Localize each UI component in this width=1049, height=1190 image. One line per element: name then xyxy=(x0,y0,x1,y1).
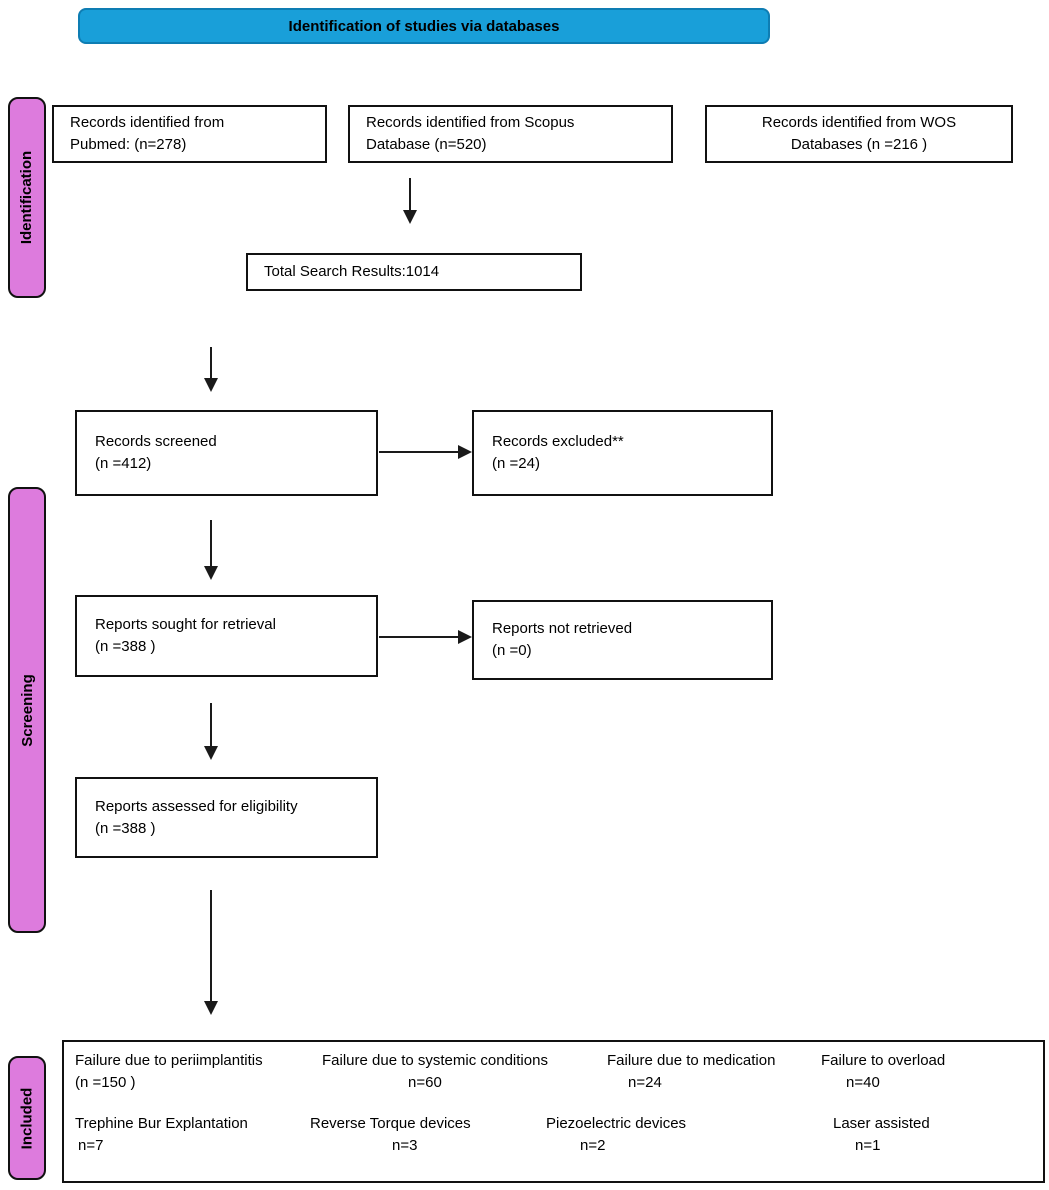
included-reverse-torque-n: n=3 xyxy=(392,1137,418,1154)
included-reverse-torque-label: Reverse Torque devices xyxy=(310,1115,471,1132)
arrow-sought-to-assessed-icon xyxy=(210,703,212,746)
arrow-scopus-to-total-icon xyxy=(409,178,411,210)
header-banner: Identification of studies via databases xyxy=(78,8,770,44)
arrow-sought-to-notretrieved-icon xyxy=(379,636,458,638)
arrow-screened-to-sought-icon xyxy=(210,520,212,566)
header-title: Identification of studies via databases xyxy=(288,17,560,35)
included-periimplantitis-label: Failure due to periimplantitis xyxy=(75,1052,263,1069)
box-records-wos-line1: Records identified from WOS xyxy=(761,114,957,131)
box-reports-assessed: Reports assessed for eligibility (n =388… xyxy=(75,777,378,858)
box-records-scopus: Records identified from Scopus Database … xyxy=(348,105,673,163)
stage-bar-identification: Identification xyxy=(8,97,46,298)
box-records-screened-line2: (n =412) xyxy=(95,455,152,472)
box-records-wos: Records identified from WOS Databases (n… xyxy=(705,105,1013,163)
included-overload-n: n=40 xyxy=(846,1074,880,1091)
box-records-pubmed-line2: Pubmed: (n=278) xyxy=(70,136,187,153)
included-trephine-n: n=7 xyxy=(78,1137,104,1154)
box-reports-sought: Reports sought for retrieval (n =388 ) xyxy=(75,595,378,677)
box-records-screened: Records screened (n =412) xyxy=(75,410,378,496)
included-medication-n: n=24 xyxy=(628,1074,662,1091)
included-overload-label: Failure to overload xyxy=(821,1052,946,1069)
box-records-excluded-line2: (n =24) xyxy=(492,455,540,472)
included-piezoelectric-label: Piezoelectric devices xyxy=(546,1115,687,1132)
included-trephine-label: Trephine Bur Explantation xyxy=(75,1115,248,1132)
stage-label-included: Included xyxy=(18,1087,36,1149)
box-records-pubmed: Records identified from Pubmed: (n=278) xyxy=(52,105,327,163)
included-piezoelectric-n: n=2 xyxy=(580,1137,606,1154)
box-records-wos-line2: Databases (n =216 ) xyxy=(790,136,928,153)
included-laser-n: n=1 xyxy=(855,1137,881,1154)
box-records-scopus-line1: Records identified from Scopus xyxy=(366,114,575,131)
arrow-screened-to-excluded-icon xyxy=(379,451,458,453)
box-reports-sought-line1: Reports sought for retrieval xyxy=(95,616,276,633)
box-records-scopus-line2: Database (n=520) xyxy=(366,136,487,153)
arrow-assessed-to-included-icon xyxy=(210,890,212,1001)
included-systemic-label: Failure due to systemic conditions xyxy=(322,1052,548,1069)
box-total-search-results: Total Search Results:1014 xyxy=(246,253,582,291)
stage-bar-included: Included xyxy=(8,1056,46,1180)
box-reports-sought-line2: (n =388 ) xyxy=(95,638,156,655)
box-total-search-results-line1: Total Search Results:1014 xyxy=(264,263,440,280)
box-reports-not-retrieved-line2: (n =0) xyxy=(492,642,532,659)
box-records-screened-line1: Records screened xyxy=(95,433,217,450)
box-records-excluded-line1: Records excluded** xyxy=(492,433,624,450)
box-reports-not-retrieved: Reports not retrieved (n =0) xyxy=(472,600,773,680)
box-included-results xyxy=(62,1040,1045,1183)
included-systemic-n: n=60 xyxy=(408,1074,442,1091)
arrow-total-to-screened-icon xyxy=(210,347,212,378)
stage-bar-screening: Screening xyxy=(8,487,46,933)
included-medication-label: Failure due to medication xyxy=(607,1052,776,1069)
box-records-excluded: Records excluded** (n =24) xyxy=(472,410,773,496)
box-reports-assessed-line2: (n =388 ) xyxy=(95,819,156,837)
box-reports-assessed-line1: Reports assessed for eligibility xyxy=(95,797,298,815)
box-reports-not-retrieved-line1: Reports not retrieved xyxy=(492,620,633,637)
included-periimplantitis-n: (n =150 ) xyxy=(75,1074,136,1091)
included-laser-label: Laser assisted xyxy=(833,1115,930,1132)
stage-label-identification: Identification xyxy=(18,150,36,245)
box-records-pubmed-line1: Records identified from xyxy=(70,114,225,131)
stage-label-screening: Screening xyxy=(18,673,36,747)
